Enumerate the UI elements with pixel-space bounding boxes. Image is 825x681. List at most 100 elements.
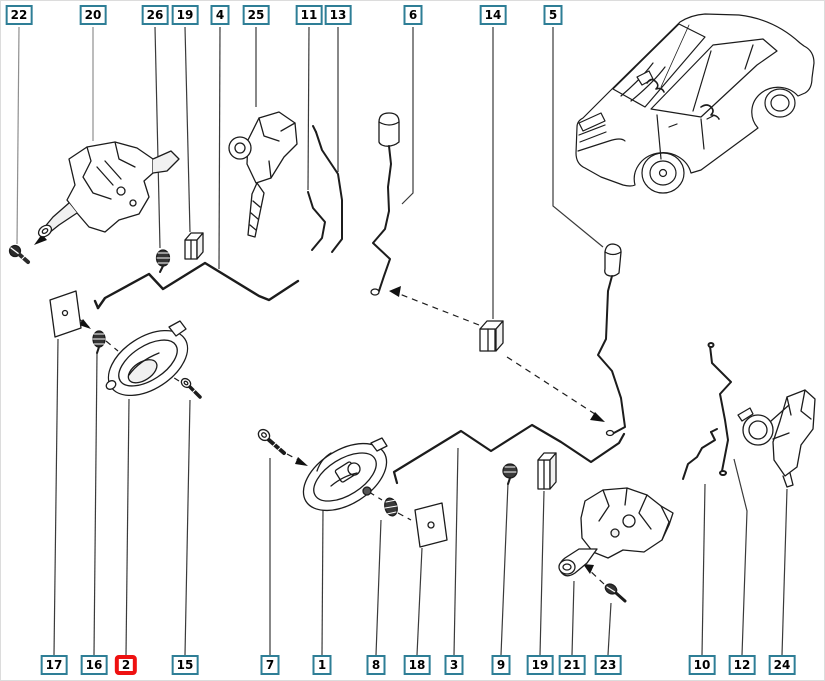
- callout-number: 26: [146, 8, 164, 22]
- part-3-rod-icon: [392, 423, 626, 485]
- callout-top-11[interactable]: 11: [295, 5, 323, 25]
- leader-top-4: [218, 26, 221, 270]
- callout-top-4[interactable]: 4: [210, 5, 230, 25]
- dash-clip8-pad18: [397, 512, 412, 521]
- callout-top-6[interactable]: 6: [403, 5, 423, 25]
- callout-bottom-19[interactable]: 19: [526, 655, 554, 675]
- callout-bottom-3[interactable]: 3: [444, 655, 464, 675]
- callout-number: 24: [773, 658, 791, 672]
- leader-top-22: [16, 26, 20, 245]
- leader-bottom-9: [500, 482, 509, 656]
- part-15-screw-icon: [180, 377, 202, 399]
- callout-bottom-18[interactable]: 18: [403, 655, 431, 675]
- callout-bottom-8[interactable]: 8: [366, 655, 386, 675]
- part-19-sleeve-lower-icon: [537, 452, 557, 490]
- callout-top-26[interactable]: 26: [141, 5, 169, 25]
- part-18-pad-icon: [414, 502, 448, 548]
- arrowheads: [34, 234, 605, 574]
- callout-bottom-10[interactable]: 10: [688, 655, 716, 675]
- callout-bottom-21[interactable]: 21: [558, 655, 586, 675]
- leader-top-5: [552, 27, 604, 248]
- callout-number: 3: [449, 658, 459, 672]
- leader-top-19: [184, 26, 191, 233]
- callout-top-22[interactable]: 22: [5, 5, 33, 25]
- part-25-bracket-icon: [228, 111, 298, 238]
- callout-number: 16: [85, 658, 103, 672]
- part-6-lock-knob-rod-icon: [370, 112, 400, 296]
- part-2-inner-handle-icon: [105, 320, 189, 397]
- leader-bottom-18: [416, 547, 423, 656]
- callout-number: 13: [329, 8, 347, 22]
- dash-sleeve14-rod5: [506, 356, 599, 417]
- callout-number: 11: [300, 8, 318, 22]
- leader-bottom-15: [184, 399, 191, 656]
- callout-number: 8: [371, 658, 381, 672]
- callout-top-5[interactable]: 5: [543, 5, 563, 25]
- callout-top-25[interactable]: 25: [242, 5, 270, 25]
- part-20-door-latch-icon: [37, 141, 180, 238]
- leader-top-11: [307, 26, 310, 191]
- part-9-grommet-icon: [502, 463, 518, 485]
- callout-bottom-9[interactable]: 9: [491, 655, 511, 675]
- callout-number: 18: [408, 658, 426, 672]
- assembly-arrows: [38, 219, 605, 585]
- leader-bottom-23: [607, 602, 612, 656]
- callout-number: 25: [247, 8, 265, 22]
- callout-number: 1: [317, 658, 327, 672]
- callout-number: 22: [10, 8, 28, 22]
- callout-number: 20: [84, 8, 102, 22]
- leader-top-6: [401, 27, 414, 205]
- callout-number: 9: [496, 658, 506, 672]
- leader-bottom-1: [321, 508, 324, 656]
- part-16-clip-icon: [92, 330, 106, 354]
- part-19-sleeve-upper-icon: [184, 232, 204, 260]
- callout-number: 15: [176, 658, 194, 672]
- callout-bottom-7[interactable]: 7: [260, 655, 280, 675]
- leader-bottom-2: [125, 398, 130, 656]
- callout-number: 17: [45, 658, 63, 672]
- callout-top-13[interactable]: 13: [324, 5, 352, 25]
- callout-number: 6: [408, 8, 418, 22]
- leader-bottom-21: [571, 580, 575, 656]
- callout-bottom-16[interactable]: 16: [80, 655, 108, 675]
- callout-number: 12: [733, 658, 751, 672]
- callout-bottom-2[interactable]: 2: [114, 655, 138, 675]
- leader-bottom-3: [453, 447, 459, 656]
- leader-bottom-8: [375, 519, 382, 656]
- dash-handle1-clip8: [368, 491, 383, 501]
- part-11-rod-icon: [307, 191, 326, 251]
- callout-number: 19: [531, 658, 549, 672]
- part-8-clip-icon: [384, 497, 398, 517]
- callout-top-20[interactable]: 20: [79, 5, 107, 25]
- callout-bottom-17[interactable]: 17: [40, 655, 68, 675]
- callout-bottom-23[interactable]: 23: [594, 655, 622, 675]
- dash-rod6-sleeve14: [396, 292, 480, 326]
- part-10-rod-icon: [682, 428, 718, 480]
- part-13-rod-icon: [312, 125, 343, 253]
- callout-bottom-1[interactable]: 1: [312, 655, 332, 675]
- callout-bottom-24[interactable]: 24: [768, 655, 796, 675]
- callout-number: 21: [563, 658, 581, 672]
- callout-top-19[interactable]: 19: [171, 5, 199, 25]
- callout-bottom-12[interactable]: 12: [728, 655, 756, 675]
- callout-top-14[interactable]: 14: [479, 5, 507, 25]
- dash-clip16-handle2: [105, 340, 119, 352]
- callout-number: 5: [548, 8, 558, 22]
- callout-number: 10: [693, 658, 711, 672]
- leader-bottom-10: [701, 483, 706, 656]
- part-22-screw-icon: [8, 244, 30, 264]
- part-21-door-lock-icon: [558, 487, 674, 577]
- part-7-screw-icon: [257, 428, 286, 455]
- dash-screw23-lock: [586, 567, 605, 585]
- leader-bottom-12: [733, 458, 748, 656]
- callout-number: 2: [118, 659, 134, 671]
- part-1-inner-handle-mechanism-icon: [302, 437, 388, 512]
- callout-bottom-15[interactable]: 15: [171, 655, 199, 675]
- callout-number: 4: [215, 8, 225, 22]
- callout-number: 14: [484, 8, 502, 22]
- callout-number: 19: [176, 8, 194, 22]
- part-14-sleeve-icon: [479, 320, 504, 352]
- part-24-rear-latch-icon: [737, 389, 816, 488]
